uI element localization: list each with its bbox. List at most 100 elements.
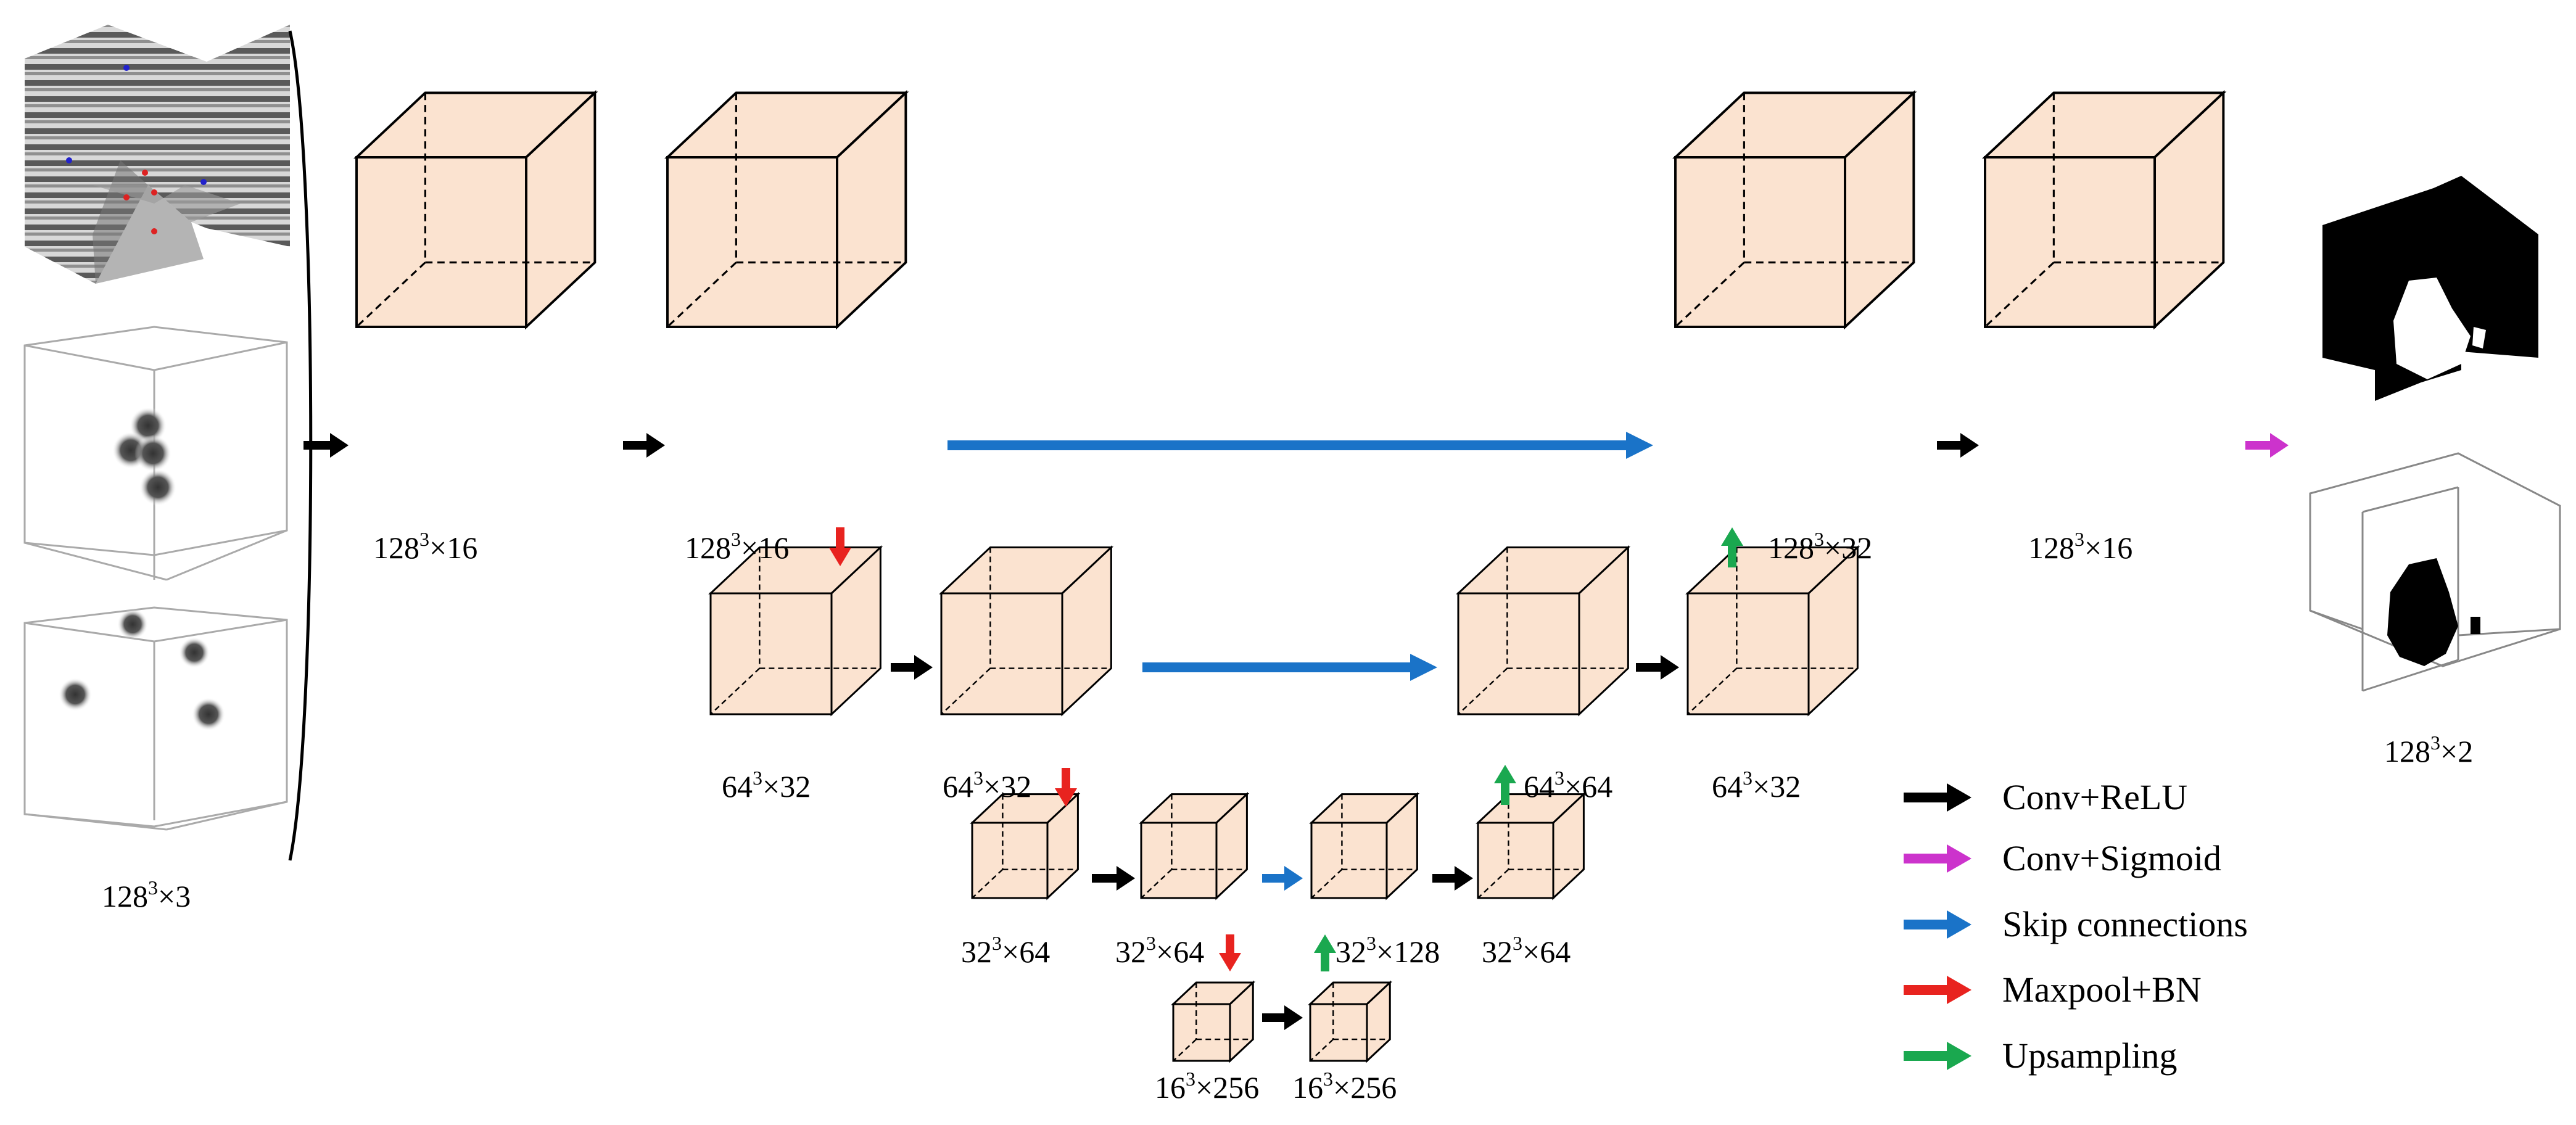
output-mask-slices bbox=[2309, 452, 2561, 692]
label-dec2-b: 643×32 bbox=[1712, 767, 1801, 804]
legend-label: Maxpool+BN bbox=[2002, 970, 2202, 1010]
label-rest: ×16 bbox=[429, 530, 477, 565]
input-seismic-volume bbox=[25, 25, 290, 284]
upsample-arrow-2 bbox=[1494, 765, 1516, 805]
label-rest: ×128 bbox=[1376, 934, 1440, 969]
skip-arrow-level1 bbox=[947, 432, 1653, 459]
label-superscript: 3 bbox=[1814, 528, 1824, 550]
label-superscript: 3 bbox=[1513, 932, 1522, 954]
cube-enc1-a bbox=[353, 89, 598, 330]
label-superscript: 3 bbox=[1186, 1068, 1195, 1090]
legend-label: Conv+Sigmoid bbox=[2002, 838, 2221, 878]
label-rest: ×32 bbox=[983, 769, 1031, 804]
cube-dec2-a bbox=[1456, 545, 1631, 717]
sigmoid-arrow bbox=[2245, 433, 2289, 458]
cube-dec3-b bbox=[1476, 792, 1587, 900]
conv-arrow-dec2 bbox=[1636, 655, 1679, 680]
legend-label: Upsampling bbox=[2002, 1036, 2178, 1076]
cube-enc2-b bbox=[939, 545, 1114, 717]
output-mask-volume bbox=[2322, 176, 2538, 401]
cube-bott-b bbox=[1308, 980, 1393, 1063]
legend-item-maxpool: Maxpool+BN bbox=[1904, 970, 2202, 1010]
label-base: 64 bbox=[722, 769, 753, 804]
conv-arrow-input bbox=[303, 433, 349, 458]
input-blob-volume-blue bbox=[23, 606, 288, 831]
label-enc3-b: 323×64 bbox=[1115, 932, 1204, 969]
cube-enc3-a bbox=[970, 792, 1081, 900]
label-base: 128 bbox=[373, 530, 419, 565]
label-superscript: 3 bbox=[992, 932, 1002, 954]
label-base: 128 bbox=[102, 879, 148, 913]
input-blobs-blue bbox=[59, 609, 225, 731]
maxpool-arrow-1 bbox=[829, 527, 851, 566]
label-superscript: 3 bbox=[2430, 731, 2440, 754]
label-input: 1283×3 bbox=[102, 876, 191, 913]
skip-arrow-level2 bbox=[1142, 654, 1437, 681]
label-superscript: 3 bbox=[148, 876, 158, 899]
cube-dec3-a bbox=[1309, 792, 1420, 900]
conv-arrow-enc1 bbox=[623, 433, 665, 458]
conv-arrow-dec3 bbox=[1432, 866, 1473, 891]
label-rest: ×64 bbox=[1156, 934, 1204, 969]
label-bott-b: 163×256 bbox=[1292, 1068, 1397, 1105]
label-base: 32 bbox=[1335, 934, 1366, 969]
label-base: 32 bbox=[1482, 934, 1513, 969]
label-superscript: 3 bbox=[753, 767, 762, 789]
label-bott-a: 163×256 bbox=[1155, 1068, 1259, 1105]
legend-label: Conv+ReLU bbox=[2002, 777, 2187, 817]
conv-arrow-dec1 bbox=[1937, 433, 1979, 458]
label-dec3-a: 323×128 bbox=[1335, 932, 1440, 969]
label-base: 64 bbox=[1712, 769, 1743, 804]
legend-arrow-icon bbox=[1904, 844, 1971, 873]
legend-item-upsample: Upsampling bbox=[1904, 1036, 2178, 1076]
cube-enc2-a bbox=[708, 545, 883, 717]
label-base: 128 bbox=[1768, 530, 1814, 565]
label-rest: ×256 bbox=[1333, 1070, 1397, 1105]
skip-arrow-level3 bbox=[1262, 866, 1303, 891]
input-blobs-red bbox=[112, 407, 176, 506]
label-enc1-b: 1283×16 bbox=[685, 528, 789, 565]
label-dec3-b: 323×64 bbox=[1482, 932, 1571, 969]
legend-arrow-icon bbox=[1904, 976, 1971, 1004]
label-base: 128 bbox=[685, 530, 731, 565]
label-rest: ×2 bbox=[2440, 734, 2473, 769]
label-base: 64 bbox=[943, 769, 973, 804]
cube-dec1-a bbox=[1672, 89, 1917, 330]
legend-item-conv-sigmoid: Conv+Sigmoid bbox=[1904, 838, 2221, 878]
upsample-arrow-1 bbox=[1314, 934, 1336, 971]
legend-label: Skip connections bbox=[2002, 904, 2248, 944]
label-enc2-a: 643×32 bbox=[722, 767, 811, 804]
label-base: 128 bbox=[2384, 734, 2430, 769]
label-base: 32 bbox=[961, 934, 992, 969]
input-blob-volume-red bbox=[23, 326, 288, 581]
legend-arrow-icon bbox=[1904, 783, 1971, 812]
legend-arrow-icon bbox=[1904, 1042, 1971, 1070]
legend-item-conv-relu: Conv+ReLU bbox=[1904, 777, 2187, 817]
cube-enc1-b bbox=[664, 89, 909, 330]
cube-enc3-b bbox=[1139, 792, 1250, 900]
label-superscript: 3 bbox=[1554, 767, 1564, 789]
label-superscript: 3 bbox=[1323, 1068, 1333, 1090]
label-superscript: 3 bbox=[1146, 932, 1156, 954]
label-superscript: 3 bbox=[731, 528, 741, 550]
label-superscript: 3 bbox=[1743, 767, 1752, 789]
label-superscript: 3 bbox=[973, 767, 983, 789]
label-base: 16 bbox=[1155, 1070, 1186, 1105]
label-enc3-a: 323×64 bbox=[961, 932, 1050, 969]
label-enc2-b: 643×32 bbox=[943, 767, 1031, 804]
upsample-arrow-3 bbox=[1721, 527, 1743, 567]
legend-arrow-icon bbox=[1904, 910, 1971, 939]
label-rest: ×16 bbox=[2084, 530, 2132, 565]
label-rest: ×32 bbox=[1824, 530, 1872, 565]
cube-dec1-b bbox=[1982, 89, 2227, 330]
label-rest: ×32 bbox=[762, 769, 811, 804]
label-enc1-a: 1283×16 bbox=[373, 528, 477, 565]
label-rest: ×64 bbox=[1002, 934, 1050, 969]
label-dec1-a: 1283×32 bbox=[1768, 528, 1872, 565]
label-rest: ×3 bbox=[158, 879, 191, 913]
maxpool-arrow-2 bbox=[1055, 768, 1077, 807]
cube-bott-a bbox=[1171, 980, 1256, 1063]
label-rest: ×256 bbox=[1195, 1070, 1259, 1105]
label-dec1-b: 1283×16 bbox=[2028, 528, 2132, 565]
